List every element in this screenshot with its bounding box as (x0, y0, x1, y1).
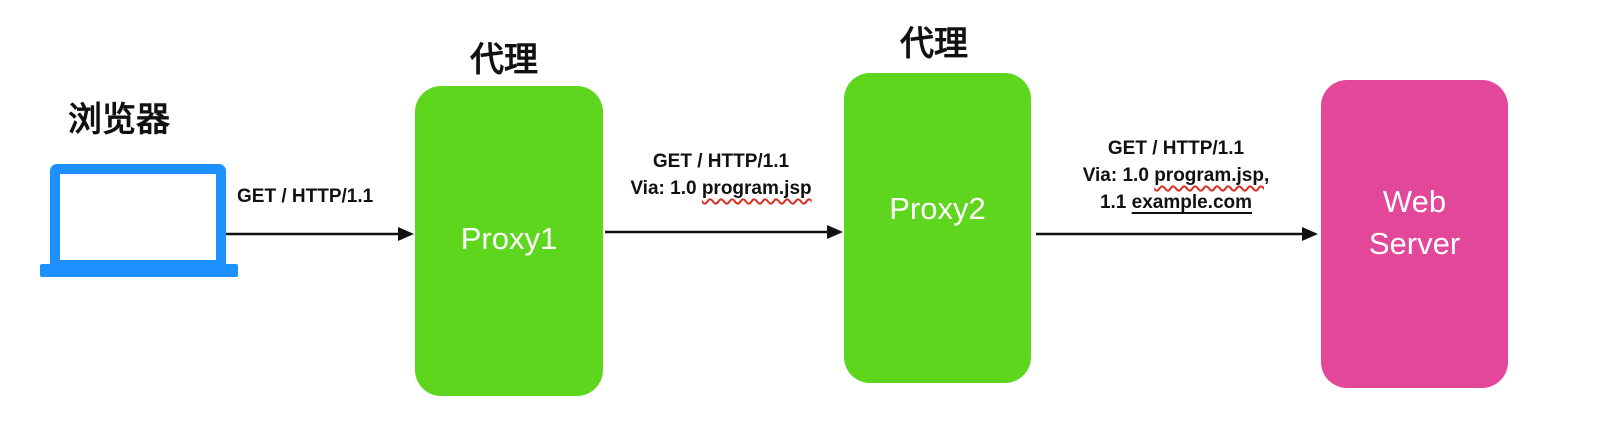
via-host-program-jsp: program.jsp (701, 178, 812, 199)
proxy2-heading: 代理 (900, 24, 968, 64)
via-host-program-jsp: program.jsp (1154, 165, 1264, 186)
edge-label-proxy1-to-proxy2: GET / HTTP/1.1 Via: 1.0 program.jsp (606, 148, 836, 202)
edge-label-line: GET / HTTP/1.1 (1107, 138, 1245, 159)
proxy1-box: Proxy1 (415, 86, 603, 396)
edge-label-via-line: Via: 1.0 program.jsp, (1058, 162, 1294, 189)
web-server-label-line1: Web (1382, 184, 1447, 219)
web-server-box: Web Server (1321, 80, 1508, 388)
laptop-base (40, 264, 238, 277)
via-host-example-com: example.com (1131, 192, 1253, 213)
laptop-icon (40, 164, 238, 277)
web-server-label-line2: Server (1368, 226, 1461, 261)
proxy1-heading: 代理 (470, 40, 538, 80)
proxy2-label: Proxy2 (889, 191, 986, 226)
proxy1-label: Proxy1 (460, 221, 558, 256)
edge-label-browser-to-proxy1: GET / HTTP/1.1 (237, 183, 373, 210)
via-prefix-2: 1.1 (1099, 192, 1132, 213)
edge-label-proxy2-to-server: GET / HTTP/1.1 Via: 1.0 program.jsp, 1.1… (1058, 135, 1294, 216)
edge-label-via-line-2: 1.1 example.com (1058, 189, 1294, 216)
edge-label-line: GET / HTTP/1.1 (237, 186, 374, 207)
via-prefix: Via: 1.0 (630, 178, 702, 199)
edge-label-line: GET / HTTP/1.1 (652, 151, 790, 172)
via-prefix: Via: 1.0 (1082, 165, 1155, 186)
browser-heading: 浏览器 (68, 100, 170, 140)
via-separator: , (1264, 165, 1270, 186)
arrow-proxy1-to-proxy2 (605, 225, 843, 239)
arrow-browser-to-proxy1 (226, 227, 414, 241)
edge-label-via-line: Via: 1.0 program.jsp (606, 175, 836, 202)
arrow-proxy2-to-server (1036, 227, 1318, 241)
proxy2-box: Proxy2 (844, 73, 1031, 383)
